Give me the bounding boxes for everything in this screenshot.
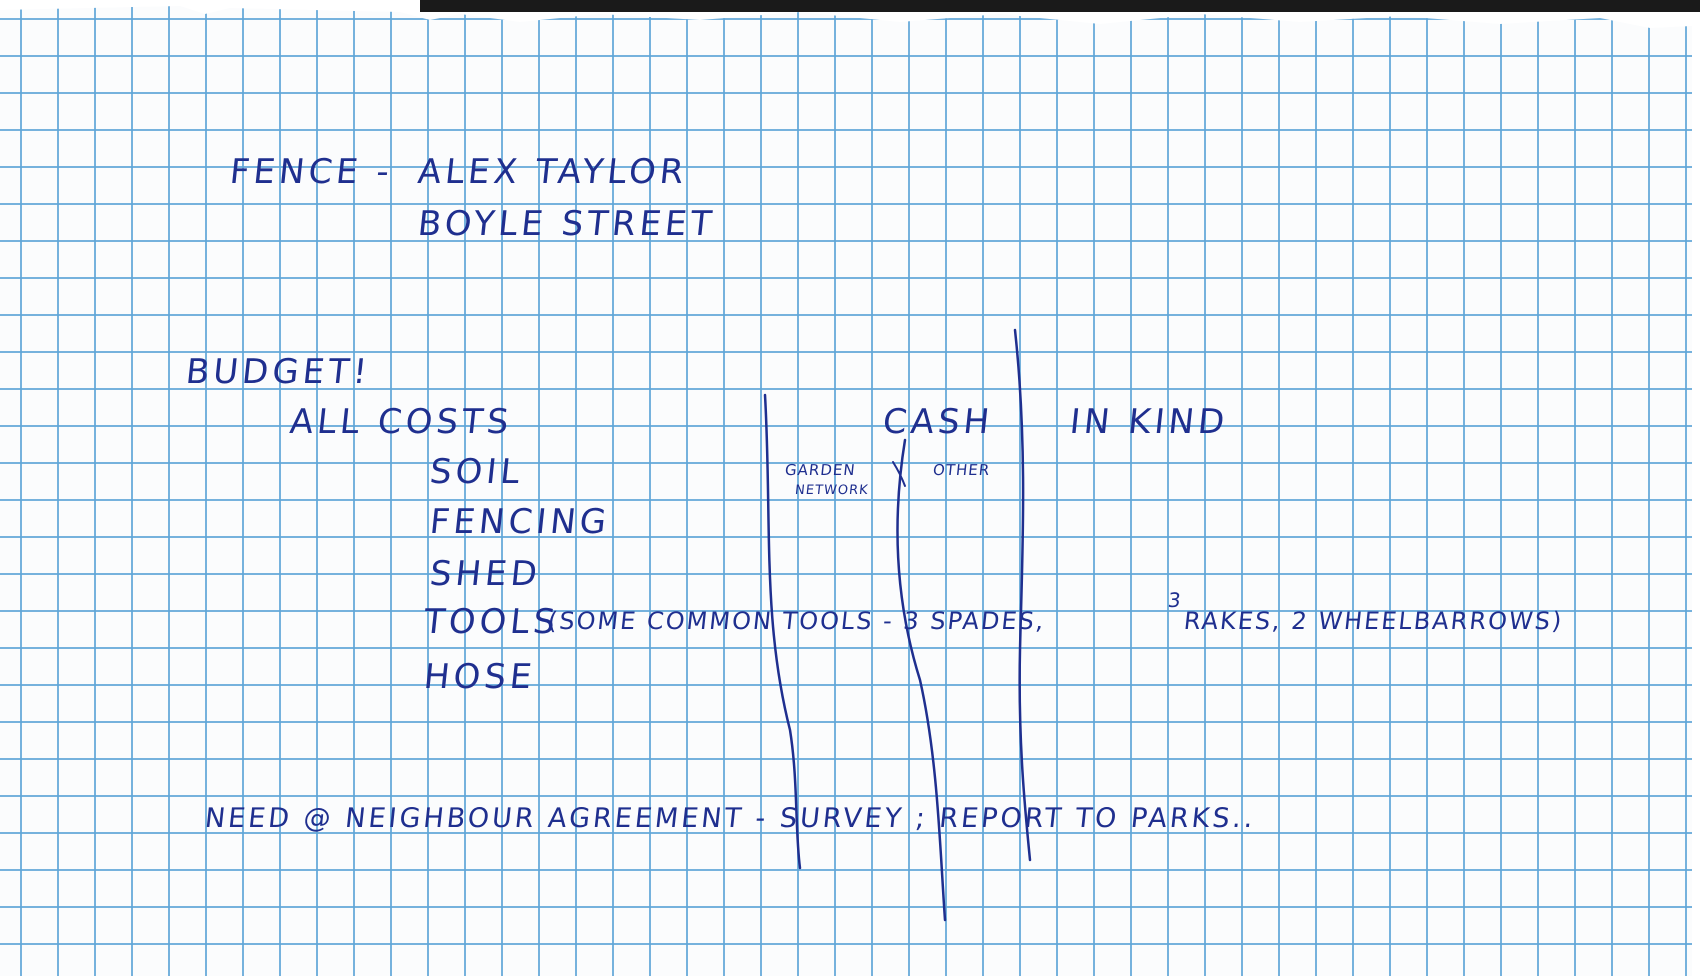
scanner-edge [420,0,1700,12]
divider-line-garden-network [763,393,802,870]
other-header-slash [892,461,906,487]
divider-line-other [896,438,947,922]
divider-line-in-kind [1013,328,1032,862]
